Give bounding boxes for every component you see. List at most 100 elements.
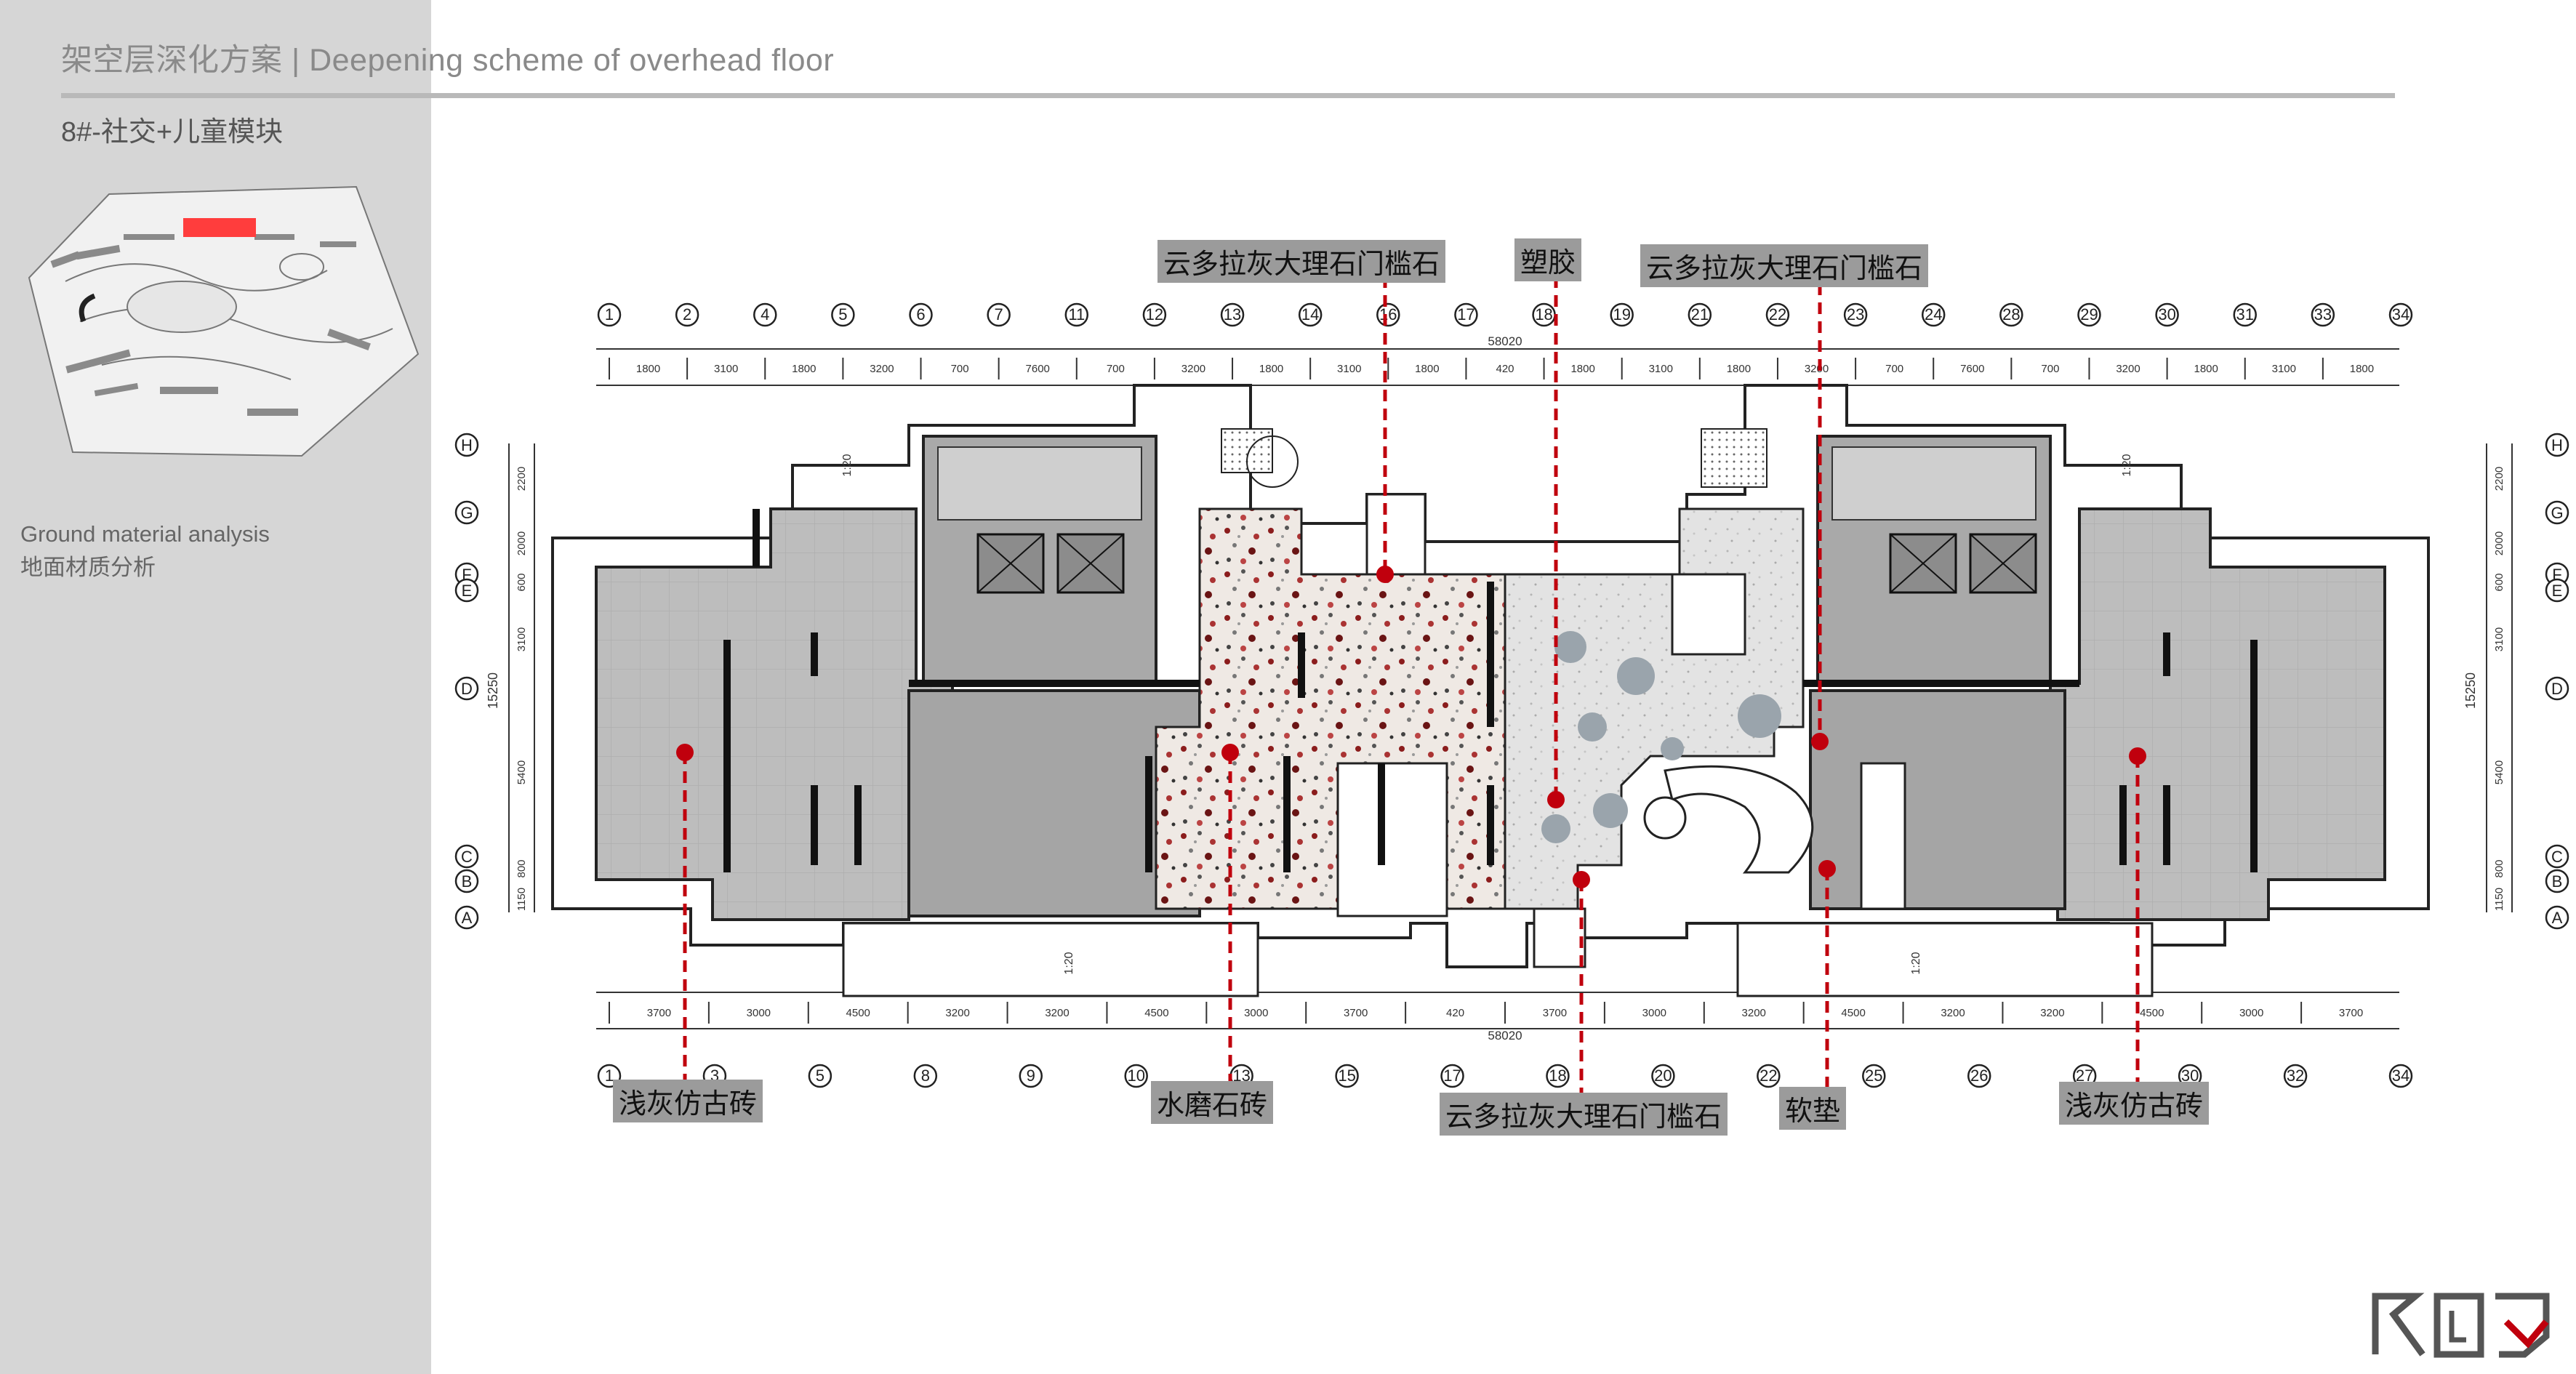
row-axis-H-right: H [2545, 433, 2569, 457]
entry-steps [842, 907, 2154, 997]
top-axis-33: 33 [2311, 302, 2335, 327]
row-axis-A-left: A [454, 905, 479, 930]
top-dim-9: 3100 [1337, 363, 1361, 375]
svg-text:34: 34 [2392, 305, 2410, 324]
svg-text:C: C [2551, 848, 2563, 866]
bottom-dim-1: 3000 [747, 1007, 771, 1019]
bottom-dim-8: 420 [1446, 1007, 1464, 1019]
svg-text:17: 17 [1443, 1066, 1461, 1085]
top-dim-14: 1800 [1727, 363, 1751, 375]
bottom-axis-10: 10 [1124, 1064, 1148, 1088]
tree-symbol [1246, 435, 1299, 488]
left-tile-floor [595, 507, 954, 921]
label-top-plastic: 塑胶 [1514, 238, 1582, 281]
row-axis-C-left: C [454, 844, 479, 869]
top-axis-1: 1 [597, 302, 622, 327]
bottom-dim-0: 3700 [647, 1007, 671, 1019]
label-top-left-marble: 云多拉灰大理石门槛石 [1157, 240, 1446, 283]
walls [723, 509, 2258, 872]
side-dim-right-1: 2000 [2493, 531, 2505, 555]
svg-text:30: 30 [2181, 1066, 2199, 1085]
right-tile-floor [2049, 507, 2386, 921]
top-dim-11: 420 [1496, 363, 1514, 375]
side-dim-right-6: 1150 [2493, 888, 2505, 911]
svg-text:G: G [2551, 504, 2563, 522]
svg-text:5: 5 [838, 305, 847, 324]
row-axis-H-left: H [454, 433, 479, 457]
svg-text:B: B [462, 872, 473, 891]
svg-text:A: A [2552, 909, 2563, 927]
site-plan-thumbnail [28, 185, 420, 457]
svg-text:15: 15 [1338, 1066, 1355, 1085]
label-bottom-soft: 软垫 [1779, 1087, 1847, 1130]
top-axis-7: 7 [987, 302, 1011, 327]
label-bottom-marble: 云多拉灰大理石门槛石 [1440, 1093, 1728, 1136]
svg-text:29: 29 [2080, 305, 2098, 324]
side-dim-left-1: 2000 [515, 531, 528, 555]
analysis-en: Ground material analysis [20, 521, 270, 547]
svg-text:18: 18 [1535, 305, 1552, 324]
svg-text:11: 11 [1068, 305, 1085, 324]
page-title: 架空层深化方案 | Deepening scheme of overhead f… [61, 43, 835, 78]
overall-dim-bottom: 58020 [1488, 1029, 1522, 1042]
svg-text:10: 10 [1127, 1066, 1144, 1085]
top-axis-4: 4 [753, 302, 777, 327]
top-dim-2: 1800 [792, 363, 816, 375]
top-axis-5: 5 [831, 302, 855, 327]
bottom-dim-2: 4500 [846, 1007, 870, 1019]
row-axis-B-right: B [2545, 869, 2569, 893]
svg-text:17: 17 [1457, 305, 1474, 324]
svg-text:22: 22 [1760, 1066, 1777, 1085]
material-analysis-caption: Ground material analysis 地面材质分析 [20, 518, 270, 584]
svg-text:6: 6 [916, 305, 925, 324]
top-axis-28: 28 [1999, 302, 2023, 327]
bottom-dim-13: 3200 [1941, 1007, 1965, 1019]
title-divider [61, 93, 2395, 98]
bottom-axis-18: 18 [1546, 1064, 1570, 1088]
top-axis-24: 24 [1921, 302, 1946, 327]
terrazzo-entry [1365, 493, 1427, 576]
svg-text:23: 23 [1847, 305, 1864, 324]
bottom-axis-25: 25 [1862, 1064, 1886, 1088]
top-dim-21: 3100 [2272, 363, 2296, 375]
bottom-dim-7: 3700 [1344, 1007, 1368, 1019]
top-dim-20: 1800 [2194, 363, 2218, 375]
svg-text:20: 20 [1654, 1066, 1672, 1085]
top-dim-22: 1800 [2350, 363, 2374, 375]
svg-text:2: 2 [683, 305, 691, 324]
top-axis-13: 13 [1220, 302, 1245, 327]
top-axis-30: 30 [2155, 302, 2179, 327]
top-dim-16: 700 [1885, 363, 1903, 375]
svg-text:7: 7 [995, 305, 1003, 324]
bottom-axis-9: 9 [1019, 1064, 1043, 1088]
svg-text:A: A [462, 909, 473, 927]
top-axis-23: 23 [1843, 302, 1868, 327]
brand-logo-icon [2372, 1293, 2550, 1358]
top-dim-8: 1800 [1259, 363, 1283, 375]
top-dim-4: 700 [951, 363, 969, 375]
bottom-dim-16: 3000 [2239, 1007, 2263, 1019]
svg-text:H: H [461, 436, 473, 454]
svg-text:8: 8 [921, 1066, 930, 1085]
top-dim-18: 700 [2041, 363, 2059, 375]
row-axis-G-right: G [2545, 500, 2569, 525]
row-axis-E-right: E [2545, 578, 2569, 603]
bottom-axis-20: 20 [1651, 1064, 1675, 1088]
bottom-axis-26: 26 [1967, 1064, 1991, 1088]
balcony-hatch [1701, 428, 1768, 488]
highlight-block [183, 218, 256, 237]
bottom-dim-12: 4500 [1841, 1007, 1865, 1019]
side-dim-left-0: 2200 [515, 467, 528, 491]
side-dim-right-4: 5400 [2493, 760, 2505, 784]
svg-text:E: E [462, 582, 473, 600]
side-dim-left-4: 5400 [515, 760, 528, 784]
top-dim-17: 7600 [1960, 363, 1984, 375]
svg-text:C: C [461, 848, 473, 866]
bottom-dim-4: 3200 [1045, 1007, 1069, 1019]
svg-text:13: 13 [1224, 305, 1241, 324]
